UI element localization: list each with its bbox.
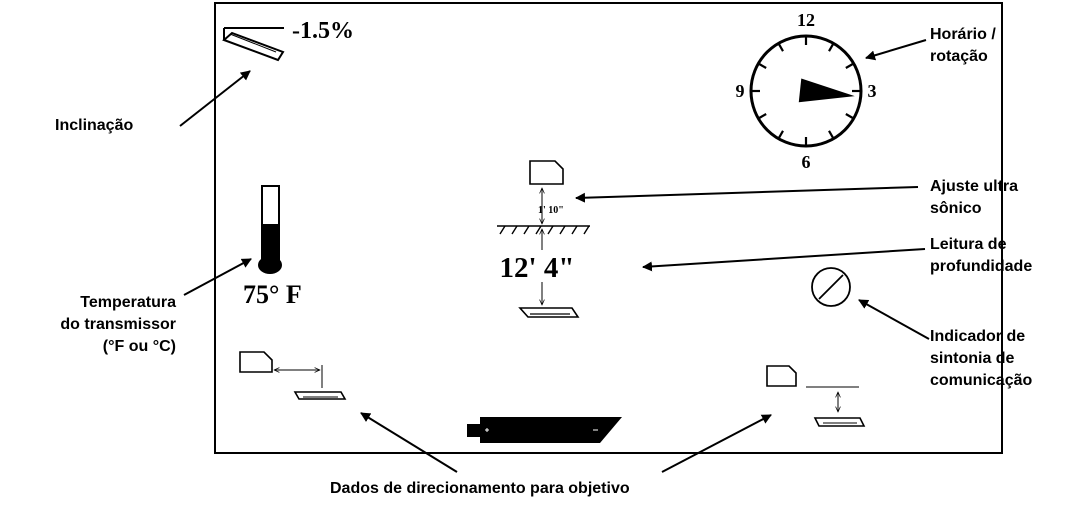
clock-hand xyxy=(798,78,855,103)
display-frame xyxy=(214,2,1003,454)
callout-steering-line-1: Dados de direcionamento para objetivo xyxy=(330,480,630,497)
depth-reading: 12' 4" xyxy=(500,252,575,284)
callout-clock-line-1: Horário / xyxy=(930,26,996,43)
callout-comm-line-2: sintonia de xyxy=(930,350,1015,367)
clock-tick xyxy=(758,113,767,119)
clock-tick xyxy=(758,63,767,69)
target-steering-icon xyxy=(239,351,347,400)
no-signal-icon xyxy=(811,267,851,307)
callout-temperature-line-1: Temperatura xyxy=(80,294,176,311)
pitch-value: -1.5% xyxy=(292,18,354,44)
arrow-ultrasonic xyxy=(575,186,919,203)
callout-pitch-line-1: Inclinação xyxy=(55,117,134,134)
callout-ultrasonic-line-1: Ajuste ultra xyxy=(930,178,1019,195)
callout-temperature-line-2: do transmissor xyxy=(60,316,176,333)
target-steering-icon-right xyxy=(766,365,866,427)
callout-pitch: Inclinação xyxy=(55,115,133,137)
callout-clock-line-2: rotação xyxy=(930,48,988,65)
thermometer-icon xyxy=(258,185,282,274)
callout-ultrasonic-line-2: sônico xyxy=(930,200,982,217)
transmitter-icon xyxy=(518,307,580,318)
battery-icon xyxy=(467,417,622,443)
callout-steering: Dados de direcionamento para objetivo xyxy=(330,478,630,500)
arrow-steering-right xyxy=(661,414,772,473)
clock-tick xyxy=(778,43,784,52)
callout-depth: Leitura de profundidade xyxy=(930,234,1032,278)
arrow-depth xyxy=(642,248,926,272)
temperature-value: 75° F xyxy=(243,280,302,309)
clock-tick xyxy=(845,113,854,119)
arrow-pitch xyxy=(179,70,251,127)
callout-temperature-line-3: (°F ou °C) xyxy=(102,338,176,355)
clock-tick xyxy=(828,130,834,139)
clock-tick xyxy=(828,43,834,52)
callout-comm-line-3: comunicação xyxy=(930,372,1033,389)
callout-temperature: Temperatura do transmissor (°F ou °C) xyxy=(20,292,176,358)
ultrasonic-height-value: 1' 10" xyxy=(538,205,564,216)
callout-arrows xyxy=(179,39,930,473)
clock-label-9: 9 xyxy=(736,81,745,101)
ground-line-icon xyxy=(497,225,590,235)
clock-label-6: 6 xyxy=(802,152,811,172)
clock-ticks xyxy=(752,37,860,145)
arrow-comm xyxy=(858,299,930,340)
callout-clock: Horário / rotação xyxy=(930,24,996,68)
callout-comm-tuning: Indicador de sintonia de comunicação xyxy=(930,326,1032,392)
clock-label-3: 3 xyxy=(868,81,877,101)
clock-tick xyxy=(778,130,784,139)
receiver-icon xyxy=(529,160,564,185)
pitch-icon xyxy=(222,27,285,62)
callout-depth-line-2: profundidade xyxy=(930,258,1033,275)
callout-ultrasonic: Ajuste ultra sônico xyxy=(930,176,1018,220)
arrow-temperature xyxy=(183,258,252,296)
callout-comm-line-1: Indicador de xyxy=(930,328,1026,345)
clock-icon xyxy=(749,34,863,148)
callout-depth-line-1: Leitura de xyxy=(930,236,1007,253)
clock-label-12: 12 xyxy=(797,10,815,30)
arrow-steering-left xyxy=(360,412,458,473)
clock-tick xyxy=(845,63,854,69)
arrow-clock xyxy=(865,39,927,61)
